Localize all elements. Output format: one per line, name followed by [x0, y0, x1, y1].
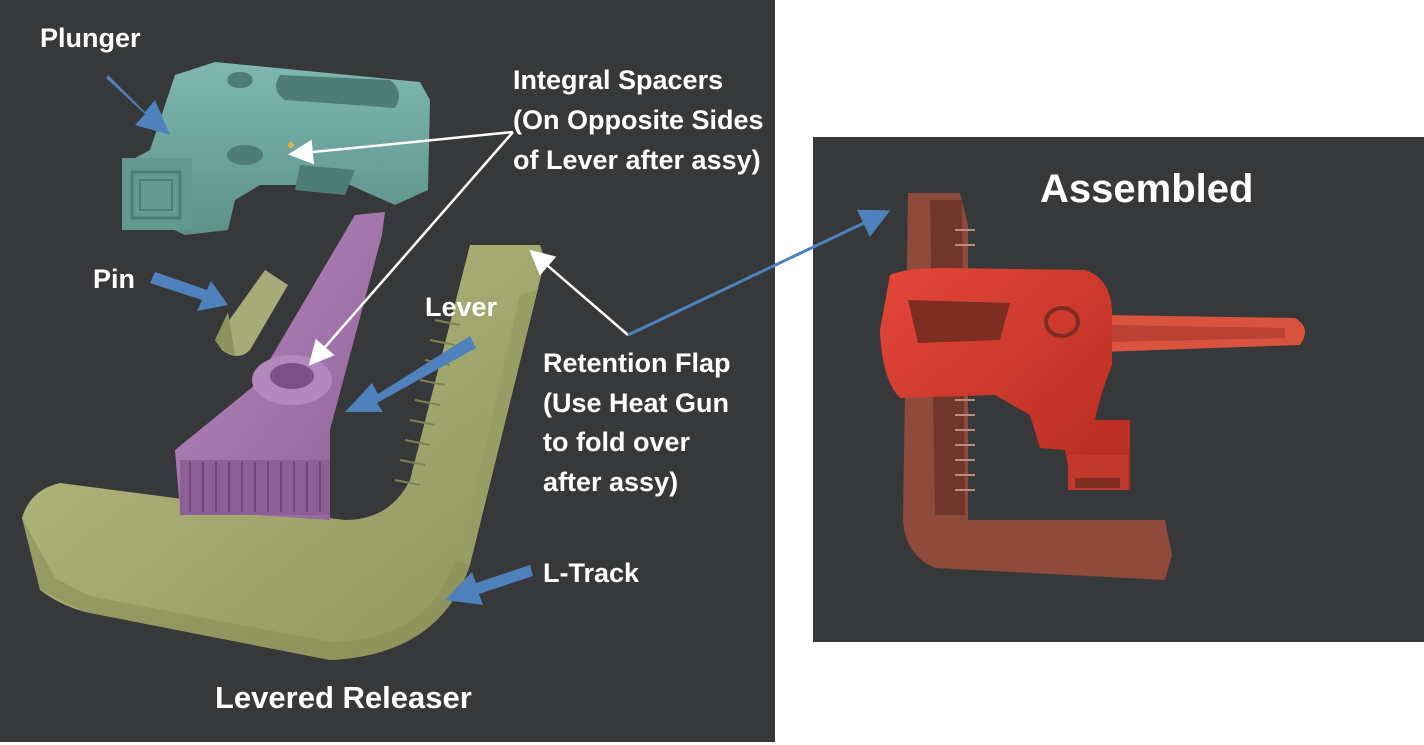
- assembled-title: Assembled: [1040, 167, 1254, 211]
- retention-flap-line-4: after assy): [543, 467, 679, 497]
- l-track-arrow: [445, 565, 533, 605]
- flap-leader: [529, 249, 629, 336]
- retention-flap-line-3: to fold over: [543, 427, 690, 457]
- spacer-leader-plunger: [288, 130, 514, 165]
- leader-lines: [288, 130, 629, 366]
- lever-part: [175, 212, 385, 520]
- exploded-view-caption: Levered Releaser: [215, 680, 472, 715]
- l-track-part: [22, 245, 545, 660]
- pin-part: [215, 270, 288, 356]
- assembled-leader: [627, 209, 891, 337]
- assembled-part: [880, 193, 1305, 580]
- pin-label: Pin: [93, 264, 136, 294]
- spacer-leader-lever: [308, 131, 514, 366]
- retention-flap-line-2: (Use Heat Gun: [543, 388, 730, 418]
- retention-flap-line-1: Retention Flap: [543, 348, 731, 378]
- plunger-part: [122, 62, 430, 235]
- plunger-label: Plunger: [40, 23, 141, 53]
- integral-spacers-line-3: of Lever after assy): [513, 145, 761, 175]
- lever-arrow: [345, 336, 476, 412]
- plunger-arrow: [106, 75, 170, 135]
- integral-spacers-line-1: Integral Spacers: [513, 65, 724, 95]
- l-track-label: L-Track: [543, 558, 640, 588]
- pin-arrow: [150, 272, 228, 311]
- integral-spacers-line-2: (On Opposite Sides: [513, 105, 764, 135]
- lever-label: Lever: [425, 292, 498, 322]
- callout-arrows: [106, 75, 533, 605]
